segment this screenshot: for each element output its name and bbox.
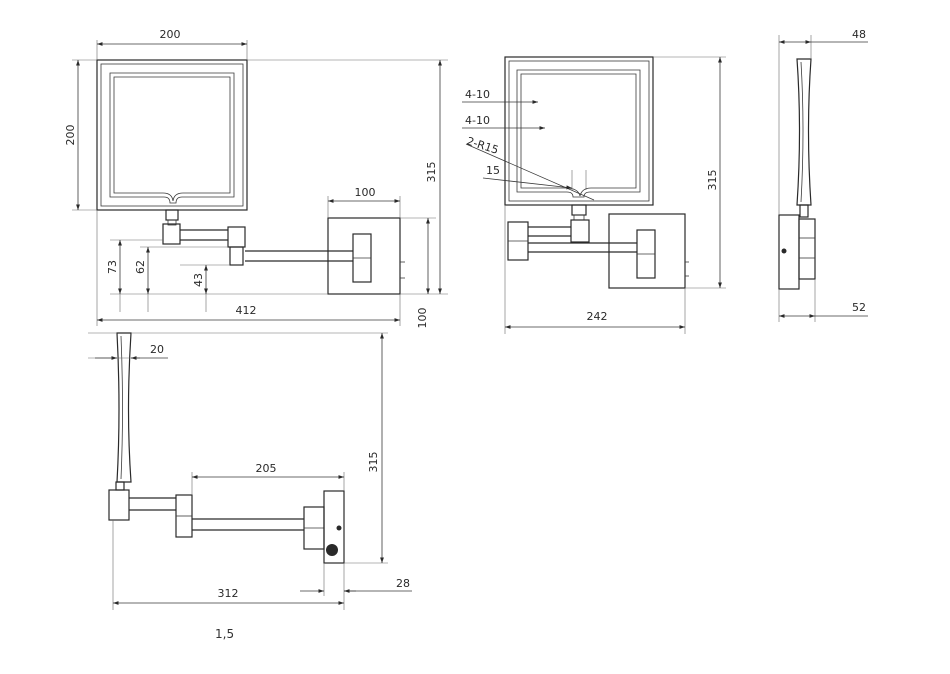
side-mirror-profile xyxy=(796,58,812,206)
front-mirror-light-path xyxy=(109,72,235,204)
label-front-total-width: 412 xyxy=(236,304,257,317)
label-rear-height: 315 xyxy=(706,170,719,191)
rear-mirror-light-path xyxy=(516,69,641,198)
label-front-base-height: 100 xyxy=(416,308,429,329)
rear-arm-joint-1 xyxy=(570,219,590,243)
label-top-offset: 28 xyxy=(396,577,410,590)
front-arm-joint-1 xyxy=(162,223,181,245)
label-rear-radius: 2-R15 xyxy=(465,134,500,156)
front-arm-joint-2 xyxy=(227,226,246,248)
label-front-base-width: 100 xyxy=(355,186,376,199)
label-top-total: 312 xyxy=(218,587,239,600)
label-front-62: 62 xyxy=(134,260,147,274)
front-mirror-inner-frame xyxy=(100,63,244,207)
front-mirror-connector xyxy=(165,209,179,221)
label-rear-width: 242 xyxy=(587,310,608,323)
top-wall-base xyxy=(323,490,345,564)
label-rear-hole-1: 4-10 xyxy=(465,88,490,101)
footnote-label: 1,5 xyxy=(215,627,234,641)
top-view: 20 205 315 312 28 xyxy=(88,332,412,610)
label-top-depth: 20 xyxy=(150,343,164,356)
label-side-bottom: 52 xyxy=(852,301,866,314)
front-mirror-frame xyxy=(96,59,248,211)
front-view: 200 200 315 100 100 412 73 62 43 xyxy=(64,28,448,329)
label-rear-slot: 15 xyxy=(486,164,500,177)
label-top-arm: 205 xyxy=(256,462,277,475)
label-side-top: 48 xyxy=(852,28,866,41)
front-wall-base xyxy=(327,217,401,295)
side-arm-joint xyxy=(798,218,816,280)
label-front-height: 200 xyxy=(64,125,77,146)
rear-wall-base xyxy=(608,213,686,289)
label-front-73: 73 xyxy=(106,260,119,274)
label-front-43: 43 xyxy=(192,273,205,287)
label-front-total-height: 315 xyxy=(425,162,438,183)
side-view: 48 52 xyxy=(778,28,868,322)
rear-view: 4-10 4-10 2-R15 15 315 242 xyxy=(462,56,726,334)
top-mirror-profile xyxy=(116,332,132,483)
label-top-height: 315 xyxy=(367,452,380,473)
label-rear-hole-2: 4-10 xyxy=(465,114,490,127)
label-front-width: 200 xyxy=(160,28,181,41)
top-arm-joint-1 xyxy=(108,489,130,521)
